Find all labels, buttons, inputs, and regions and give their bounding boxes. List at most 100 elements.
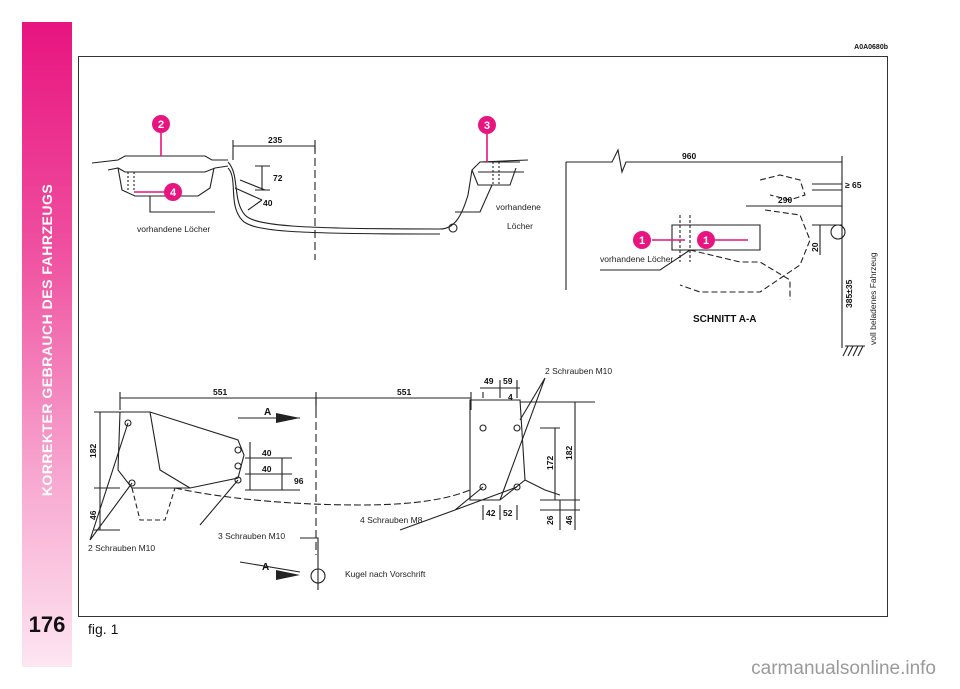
hole-marks-right [492, 162, 500, 185]
dim-235: 235 [268, 135, 282, 145]
bracket-right-body [471, 167, 517, 186]
label-loaded-vehicle: voll beladenes Fahrzeug [868, 252, 878, 345]
bracket-right-top [479, 159, 529, 163]
section-bolt-lines [679, 215, 691, 262]
bolt-center-2 [234, 462, 242, 470]
bracket-top-line [91, 155, 228, 164]
leader-3-m10 [199, 479, 239, 526]
leader-holes-right [455, 184, 493, 213]
dim-290: 290 [778, 195, 792, 205]
label-ball-spec: Kugel nach Vorschrift [345, 569, 426, 579]
dim-385: 385±35 [844, 279, 854, 308]
dim-182-right: 182 [564, 446, 574, 460]
dim-line-960 [566, 148, 842, 174]
section-bracket [671, 224, 761, 251]
section-arrow-top [276, 413, 300, 423]
section-arrow-bottom [276, 570, 300, 580]
dim-40-top: 40 [263, 198, 273, 208]
dim-182-left: 182 [88, 444, 98, 458]
section-profile-dashed [689, 249, 791, 300]
callout-4-badge [164, 183, 182, 201]
figure-code: A0A0680b [854, 44, 888, 51]
figure-caption: fig. 1 [88, 621, 119, 637]
dim-59: 59 [503, 376, 513, 386]
dim-960: 960 [682, 151, 696, 161]
right-bracket-plate [469, 399, 526, 501]
dim-4: 4 [508, 392, 513, 402]
label-screws-4-m8: 4 Schrauben M8 [360, 515, 423, 525]
crossbar-plan-dashed [174, 487, 471, 506]
callout-1a-number: 1 [639, 235, 645, 247]
leader-holes-section [600, 249, 691, 271]
dim-40-center-a: 40 [262, 448, 272, 458]
callout-2-badge [152, 115, 170, 133]
dim-96: 96 [294, 476, 304, 486]
callout-3-number: 3 [484, 120, 490, 132]
left-bracket-plate [117, 411, 245, 489]
hole-marks-left [127, 172, 135, 190]
dim-line-46-left [94, 488, 120, 531]
dim-lines-26-46 [540, 500, 580, 530]
figure-frame [78, 56, 888, 617]
callout-4-number: 4 [170, 187, 177, 199]
label-section-marker-top: A [264, 407, 271, 418]
hitch-ball-section [830, 224, 846, 240]
callout-2-number: 2 [158, 119, 164, 131]
dim-40-center-b: 40 [262, 464, 272, 474]
bolt-center-3 [234, 476, 242, 484]
dim-551-right: 551 [397, 387, 411, 397]
bolt-right-4 [513, 483, 521, 491]
section-bumper-dashed [759, 174, 806, 201]
bolt-left-upper [124, 419, 132, 427]
dim-72: 72 [273, 173, 283, 183]
bolt-right-1 [479, 424, 487, 432]
label-existing-holes-right-2: Löcher [507, 221, 533, 231]
dim-26: 26 [545, 515, 555, 525]
left-bracket-dashed [131, 487, 176, 521]
dim-ticks-42-52 [482, 505, 518, 520]
crossbar-profile [227, 161, 520, 230]
label-screws-2-m10-bottom: 2 Schrauben M10 [88, 543, 155, 553]
sidebar-band [22, 22, 72, 667]
centerline-ball [300, 537, 319, 590]
leader-2-m10-right [499, 377, 546, 501]
dim-172: 172 [545, 456, 555, 470]
callout-3-badge [478, 116, 496, 134]
hitch-ball-top [448, 223, 458, 233]
bracket-lower-line [107, 165, 229, 173]
dim-line-235 [232, 140, 316, 160]
label-existing-holes-section: vorhandene Löcher [600, 254, 673, 264]
callout-1b-number: 1 [703, 235, 709, 247]
leader-4-m8 [399, 486, 518, 531]
callout-1a-badge [633, 231, 651, 249]
callout-1b-badge [697, 231, 715, 249]
dim-52: 52 [503, 508, 513, 518]
label-existing-holes-right-1: vorhandene [496, 202, 541, 212]
label-screws-2-m10-top: 2 Schrauben M10 [545, 366, 612, 376]
dim-line-65 [812, 183, 842, 191]
dim-42: 42 [486, 508, 496, 518]
dim-line-49-59 [480, 380, 520, 398]
section-arrow-bottom-line [239, 561, 301, 573]
ground-hatch [842, 345, 864, 357]
leader-2-m10-left [89, 422, 133, 541]
dim-551-left: 551 [213, 387, 227, 397]
section-bumper-outline [679, 209, 811, 293]
left-bracket-inner [149, 411, 191, 489]
label-existing-holes-left: vorhandene Löcher [137, 224, 210, 234]
crossbar-profile-inner [227, 167, 441, 235]
watermark: carmanualsonline.info [751, 658, 936, 679]
dim-ticks-551 [119, 392, 472, 410]
label-screws-3-m10: 3 Schrauben M10 [218, 531, 285, 541]
dim-line-40 [234, 179, 266, 211]
label-section-marker-bottom: A [262, 562, 269, 573]
bolt-right-2 [513, 424, 521, 432]
bolt-left-lower [128, 479, 136, 487]
leader-holes-left [149, 196, 215, 213]
bolt-right-3 [479, 483, 487, 491]
page-number: 176 [28, 612, 66, 637]
bolt-center-1 [234, 446, 242, 454]
label-section-title: SCHNITT A-A [693, 314, 757, 325]
dim-49: 49 [484, 376, 494, 386]
